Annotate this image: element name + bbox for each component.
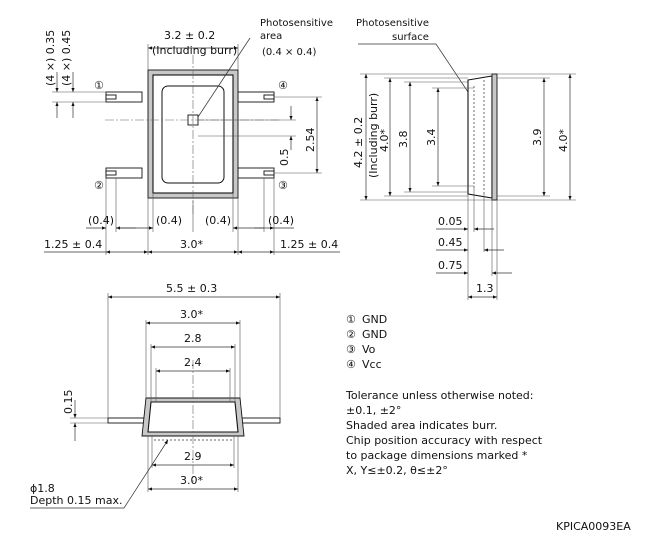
legend-pin-3-name: Vo xyxy=(362,343,376,356)
front-view: 5.5 ± 0.3 3.0* 2.8 2.4 0.15 2.9 3.0* ϕ1.… xyxy=(30,282,281,509)
front-dim-28: 2.8 xyxy=(184,332,202,345)
hole-label-1: ϕ1.8 xyxy=(30,482,55,495)
note-line-2: ±0.1, ±2° xyxy=(346,404,401,417)
lead-2-tip xyxy=(105,170,117,176)
photosensitive-area-label-1: Photosensitive xyxy=(260,18,333,29)
legend-pin-2-num: ② xyxy=(346,328,356,341)
photosensitive-area-label-3: (0.4 × 0.4) xyxy=(262,47,316,58)
gap-label-4: (0.4) xyxy=(268,214,294,227)
side-body xyxy=(467,75,493,199)
note-line-1: Tolerance unless otherwise noted: xyxy=(345,389,534,402)
gap-label-1: (0.4) xyxy=(88,214,114,227)
side-burr xyxy=(491,73,498,201)
front-dim-30: 3.0* xyxy=(180,308,203,321)
side-hdim-005: 0.05 xyxy=(438,215,463,228)
top-view: Photosensitive area (0.4 × 0.4) 3.2 ± 0.… xyxy=(44,18,340,255)
lead-4-tip xyxy=(263,94,275,100)
bottom-center-dim: 3.0* xyxy=(180,238,203,251)
width-dim: 3.2 ± 0.2 xyxy=(164,29,215,42)
note-line-3: Shaded area indicates burr. xyxy=(346,419,497,432)
lead-1-tip xyxy=(105,94,117,100)
pin-4-label: ④ xyxy=(278,79,288,92)
tolerance-notes: Tolerance unless otherwise noted: ±0.1, … xyxy=(345,389,543,477)
pin-legend: ① GND ② GND ③ Vo ④ Vcc xyxy=(346,313,387,371)
side-dim-40r: 4.0* xyxy=(557,129,570,152)
side-dim-38: 3.8 xyxy=(397,131,410,149)
photosensitive-area-label-2: area xyxy=(260,31,282,42)
front-dim-015: 0.15 xyxy=(62,390,75,415)
side-hdim-075: 0.75 xyxy=(438,259,463,272)
dim-254: 2.54 xyxy=(304,128,317,153)
legend-pin-4-name: Vcc xyxy=(362,358,382,371)
width-note: (Including burr) xyxy=(152,44,237,57)
front-dim-24: 2.4 xyxy=(184,356,202,369)
bottom-right-dim: 1.25 ± 0.4 xyxy=(280,238,338,251)
drawing-code: KPICA0093EA xyxy=(556,520,631,533)
gap-label-2: (0.4) xyxy=(156,214,182,227)
side-height-note: (Including burr) xyxy=(367,93,380,178)
side-height-main: 4.2 ± 0.2 xyxy=(352,117,365,168)
hole-label-2: Depth 0.15 max. xyxy=(30,494,122,507)
front-dim-30b: 3.0* xyxy=(180,474,203,487)
front-dim-55: 5.5 ± 0.3 xyxy=(166,282,217,295)
note-line-6: X, Y≤±0.2, θ≤±2° xyxy=(346,464,448,477)
lead-dim-045: (4 ×) 0.45 xyxy=(60,30,73,86)
side-hdim-045: 0.45 xyxy=(438,236,463,249)
side-height-star: 4.0* xyxy=(378,129,391,152)
side-dim-39: 3.9 xyxy=(531,129,544,147)
note-line-4: Chip position accuracy with respect xyxy=(346,434,543,447)
photosensitive-surface-label-2: surface xyxy=(392,32,429,43)
front-dim-29: 2.9 xyxy=(184,450,202,463)
legend-pin-1-num: ① xyxy=(346,313,356,326)
legend-pin-1-name: GND xyxy=(362,313,387,326)
legend-pin-4-num: ④ xyxy=(346,358,356,371)
side-hdim-13: 1.3 xyxy=(476,282,494,295)
lead-dim-035: (4 ×) 0.35 xyxy=(44,30,57,86)
pin-1-label: ① xyxy=(94,79,104,92)
legend-pin-2-name: GND xyxy=(362,328,387,341)
pin-2-label: ② xyxy=(94,179,104,192)
side-dim-34: 3.4 xyxy=(425,129,438,147)
photosensitive-surface-label-1: Photosensitive xyxy=(356,18,429,29)
lead-3-tip xyxy=(263,170,275,176)
pin-3-label: ③ xyxy=(278,179,288,192)
bottom-left-dim: 1.25 ± 0.4 xyxy=(44,238,102,251)
side-view: Photosensitive surface 4.2 ± 0.2 (Includ… xyxy=(352,18,576,300)
gap-label-3: (0.4) xyxy=(205,214,231,227)
dim-05: 0.5 xyxy=(278,149,291,167)
note-line-5: to package dimensions marked * xyxy=(346,449,528,462)
legend-pin-3-num: ③ xyxy=(346,343,356,356)
